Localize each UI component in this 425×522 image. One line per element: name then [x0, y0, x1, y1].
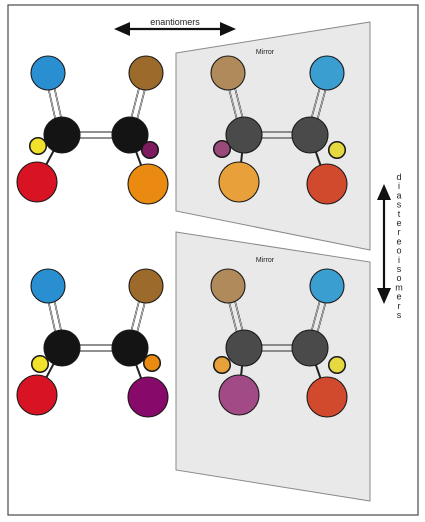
molecule-top-left [16, 55, 169, 205]
carbon-atom [43, 116, 81, 154]
diastereoisomers-letter: e [396, 292, 401, 302]
brown-atom [210, 268, 246, 304]
diastereoisomers-arrow [377, 184, 391, 304]
mirror-plane-top [175, 21, 371, 251]
diastereoisomers-letter: d [396, 172, 401, 182]
carbon-atom [43, 329, 81, 367]
diastereoisomers-letter: o [396, 246, 401, 256]
purple-atom [141, 141, 159, 159]
yellow-atom [328, 356, 346, 374]
diastereoisomers-letter: i [398, 255, 400, 265]
carbon-atom [291, 116, 329, 154]
brown-atom [210, 55, 246, 91]
enantiomers-label: enantiomers [150, 17, 200, 27]
blue-atom [30, 268, 66, 304]
red-atom [306, 376, 348, 418]
orange-atom [143, 354, 161, 372]
molecule-top-right-mirror [210, 55, 348, 205]
diastereoisomers-letter: s [397, 264, 402, 274]
molecule-bottom-right-mirror [210, 268, 348, 418]
yellow-atom [31, 355, 49, 373]
diastereoisomers-letter: t [398, 209, 401, 219]
yellow-atom [29, 137, 47, 155]
red-atom [16, 374, 58, 416]
mirror-label-top: Mirror [256, 49, 275, 56]
diastereoisomers-letter: m [395, 282, 403, 292]
carbon-atom [111, 116, 149, 154]
mirror-label-bottom: Mirror [256, 257, 275, 264]
orange-atom [127, 163, 169, 205]
diastereoisomers-letter: s [397, 200, 402, 210]
brown-atom [128, 55, 164, 91]
blue-atom [309, 55, 345, 91]
orange-atom [218, 161, 260, 203]
carbon-atom [291, 329, 329, 367]
yellow-atom [328, 141, 346, 159]
molecule-bottom-left [16, 268, 169, 418]
diastereoisomers-letter: s [397, 310, 402, 320]
diastereoisomers-letter: i [398, 181, 400, 191]
purple-atom [127, 376, 169, 418]
red-atom [306, 163, 348, 205]
blue-atom [30, 55, 66, 91]
blue-atom [309, 268, 345, 304]
red-atom [16, 161, 58, 203]
diastereoisomers-letter: a [396, 190, 401, 200]
purple-atom [218, 374, 260, 416]
diastereoisomers-letter: e [396, 218, 401, 228]
carbon-atom [225, 329, 263, 367]
diastereoisomers-letter: r [398, 301, 401, 311]
carbon-atom [111, 329, 149, 367]
diastereoisomers-letter: o [396, 273, 401, 283]
orange-atom [213, 356, 231, 374]
diastereoisomers-letter: r [398, 227, 401, 237]
purple-atom [213, 140, 231, 158]
enantiomers-arrow [114, 22, 236, 36]
carbon-atom [225, 116, 263, 154]
brown-atom [128, 268, 164, 304]
diastereoisomers-letter: e [396, 236, 401, 246]
